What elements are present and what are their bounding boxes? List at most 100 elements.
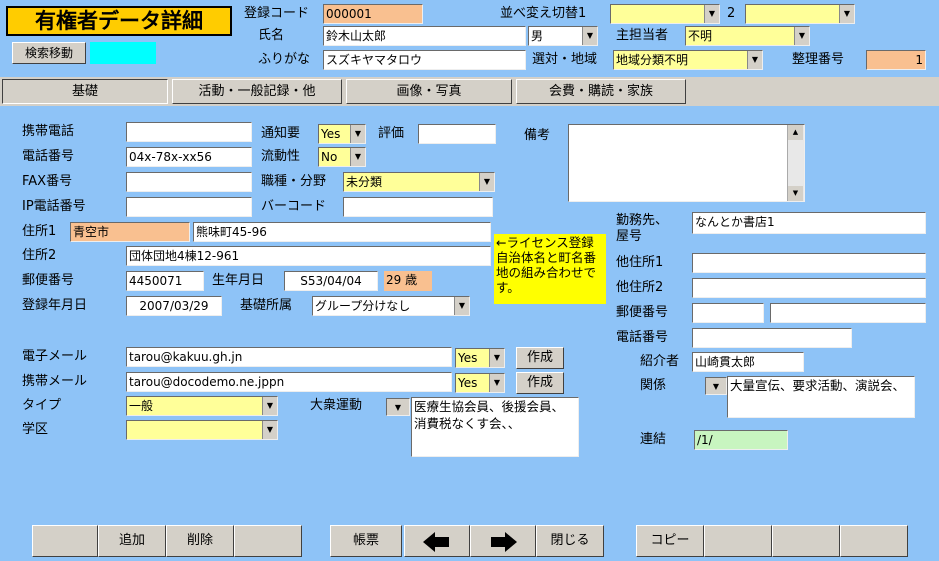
- sort2-label: 2: [727, 6, 736, 21]
- chevron-down-icon[interactable]: ▼: [489, 349, 504, 367]
- chevron-down-icon[interactable]: ▼: [387, 399, 409, 415]
- other-addr1-field[interactable]: [692, 253, 926, 273]
- chevron-down-icon[interactable]: ▼: [839, 5, 854, 23]
- zip-field[interactable]: 4450071: [126, 271, 204, 291]
- email-field[interactable]: tarou@kakuu.gh.jn: [126, 347, 452, 367]
- owner-label: 主担当者: [616, 28, 669, 43]
- next-button[interactable]: [470, 525, 536, 557]
- add-button[interactable]: 追加: [98, 525, 166, 557]
- relation-select[interactable]: ▼: [705, 377, 727, 395]
- email-flag-select[interactable]: Yes▼: [455, 348, 505, 368]
- regdate-label: 登録年月日: [22, 298, 88, 313]
- other-addr2-label: 他住所2: [616, 280, 664, 295]
- work-label: 勤務先、屋号: [616, 213, 669, 244]
- reg-code-field[interactable]: 000001: [323, 4, 423, 24]
- chevron-down-icon[interactable]: ▼: [454, 297, 469, 315]
- addr1-street-field[interactable]: 熊味町45-96: [193, 222, 491, 242]
- create-mobile-mail-button[interactable]: 作成: [516, 372, 564, 394]
- chevron-down-icon[interactable]: ▼: [262, 397, 277, 415]
- birth-label: 生年月日: [212, 273, 265, 288]
- kana-field[interactable]: スズキヤマタロウ: [323, 50, 526, 70]
- footer-blank-5[interactable]: [840, 525, 908, 557]
- chevron-down-icon[interactable]: ▼: [262, 421, 277, 439]
- tab-fees[interactable]: 会費・購読・家族: [516, 79, 686, 104]
- mobile-field[interactable]: [126, 122, 252, 142]
- scroll-down-icon[interactable]: ▼: [788, 186, 803, 201]
- delete-button[interactable]: 削除: [166, 525, 234, 557]
- job-select[interactable]: 未分類▼: [343, 172, 495, 192]
- owner-select[interactable]: 不明▼: [685, 26, 810, 46]
- sort1-select[interactable]: ▼: [610, 4, 720, 24]
- mobile-label: 携帯電話: [22, 124, 75, 139]
- addr1-city-field[interactable]: 青空市: [70, 222, 190, 242]
- ip-field[interactable]: [126, 197, 252, 217]
- note-label: 備考: [524, 128, 551, 143]
- footer-blank-2[interactable]: [234, 525, 302, 557]
- other-addr2-field[interactable]: [692, 278, 926, 298]
- regdate-field[interactable]: 2007/03/29: [126, 296, 222, 316]
- chevron-down-icon[interactable]: ▼: [582, 27, 597, 45]
- create-email-button[interactable]: 作成: [516, 347, 564, 369]
- mobility-label: 流動性: [261, 149, 301, 164]
- district-value: 地域分類不明: [616, 53, 689, 67]
- birth-field[interactable]: S53/04/04: [284, 271, 378, 291]
- movement-field[interactable]: 医療生協会員、後援会員、消費税なくす会、、: [411, 397, 579, 457]
- scrollbar[interactable]: ▲▼: [787, 125, 804, 201]
- chevron-down-icon[interactable]: ▼: [704, 5, 719, 23]
- prev-button[interactable]: [404, 525, 470, 557]
- sort2-select[interactable]: ▼: [745, 4, 855, 24]
- scroll-up-icon[interactable]: ▲: [788, 125, 803, 140]
- chevron-down-icon[interactable]: ▼: [350, 125, 365, 143]
- report-button[interactable]: 帳票: [330, 525, 402, 557]
- addr2-field[interactable]: 団体団地4棟12-961: [126, 246, 491, 266]
- mobile-mail-label: 携帯メール: [22, 374, 88, 389]
- mobility-value: No: [321, 150, 338, 164]
- phone-field[interactable]: 04x-78x-xx56: [126, 147, 252, 167]
- movement-select[interactable]: ▼: [386, 398, 410, 416]
- eval-label: 評価: [378, 126, 405, 141]
- close-button[interactable]: 閉じる: [536, 525, 604, 557]
- work-field[interactable]: なんとか書店1: [692, 212, 926, 234]
- mobility-select[interactable]: No ▼: [318, 147, 366, 167]
- search-move-button[interactable]: 検索移動: [12, 42, 86, 64]
- fax-field[interactable]: [126, 172, 252, 192]
- school-select[interactable]: ▼: [126, 420, 278, 440]
- tab-basic[interactable]: 基礎: [2, 79, 168, 104]
- intro-field[interactable]: 山崎貫太郎: [692, 352, 804, 372]
- name-field[interactable]: 鈴木山太郎: [323, 26, 526, 46]
- search-move-field[interactable]: [90, 42, 156, 64]
- zip-label: 郵便番号: [22, 273, 75, 288]
- right-zip-field[interactable]: [692, 303, 764, 323]
- right-phone-field[interactable]: [692, 328, 852, 348]
- chevron-down-icon[interactable]: ▼: [489, 374, 504, 392]
- district-select[interactable]: 地域分類不明 ▼: [613, 50, 763, 70]
- tab-activity[interactable]: 活動・一般記録・他: [172, 79, 342, 104]
- addr2-label: 住所2: [22, 248, 57, 263]
- note-textarea[interactable]: ▲▼: [568, 124, 805, 202]
- link-field[interactable]: /1/: [694, 430, 788, 450]
- notify-select[interactable]: Yes▼: [318, 124, 366, 144]
- chevron-down-icon[interactable]: ▼: [479, 173, 494, 191]
- relation-field[interactable]: 大量宣伝、要求活動、演説会、: [727, 376, 915, 418]
- type-select[interactable]: 一般▼: [126, 396, 278, 416]
- mobile-mail-flag-select[interactable]: Yes▼: [455, 373, 505, 393]
- chevron-down-icon[interactable]: ▼: [747, 51, 762, 69]
- barcode-field[interactable]: [343, 197, 493, 217]
- copy-button[interactable]: コピー: [636, 525, 704, 557]
- footer-blank-1[interactable]: [32, 525, 98, 557]
- type-label: タイプ: [22, 398, 62, 413]
- chevron-down-icon[interactable]: ▼: [706, 378, 726, 394]
- right-zip-field-2[interactable]: [770, 303, 926, 323]
- gender-value: 男: [531, 29, 544, 43]
- chevron-down-icon[interactable]: ▼: [794, 27, 809, 45]
- gender-select[interactable]: 男▼: [528, 26, 598, 46]
- mobile-mail-field[interactable]: tarou@docodemo.ne.jppn: [126, 372, 452, 392]
- chevron-down-icon[interactable]: ▼: [350, 148, 365, 166]
- footer-blank-4[interactable]: [772, 525, 840, 557]
- mgmt-no-field[interactable]: 1: [866, 50, 926, 70]
- tab-images[interactable]: 画像・写真: [346, 79, 512, 104]
- eval-field[interactable]: [418, 124, 496, 144]
- arrow-left-icon: [423, 532, 449, 552]
- footer-blank-3[interactable]: [704, 525, 772, 557]
- group-select[interactable]: グループ分けなし▼: [312, 296, 470, 316]
